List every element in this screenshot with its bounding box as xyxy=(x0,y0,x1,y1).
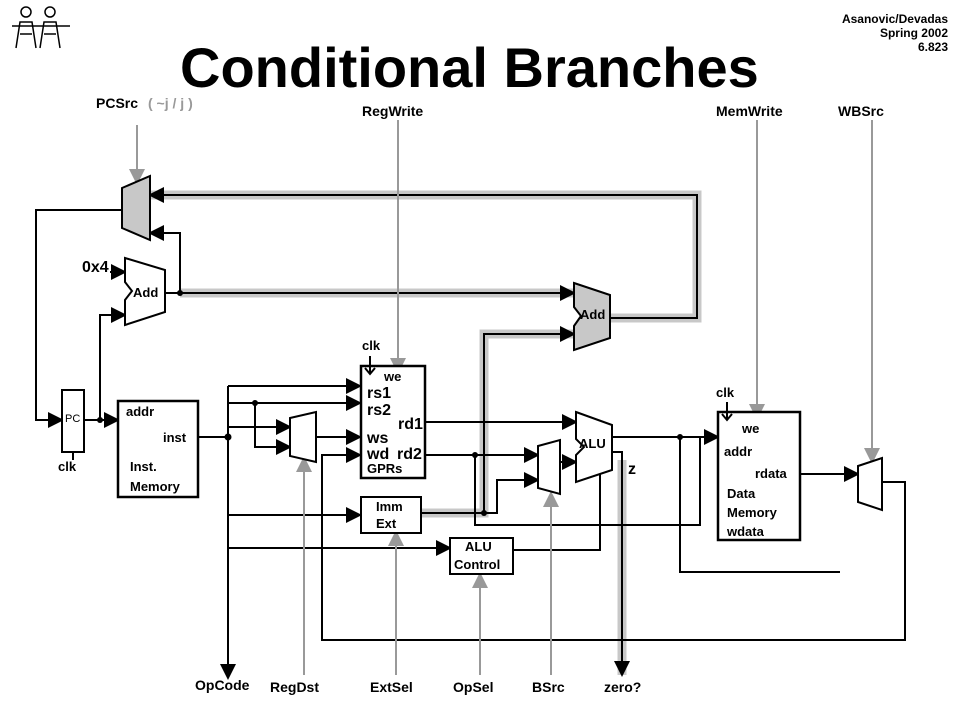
inst-out-label: inst xyxy=(163,430,187,445)
dm-label-2: Memory xyxy=(727,505,777,520)
pc-label: PC xyxy=(65,413,81,425)
zero-label: zero? xyxy=(604,679,642,695)
gpr-rd1-label: rd1 xyxy=(398,416,423,433)
regwrite-label: RegWrite xyxy=(362,103,424,119)
gpr-we-label: we xyxy=(384,369,402,384)
branch-adder xyxy=(573,281,611,352)
pc-clk-label: clk xyxy=(58,459,77,474)
opcode-label: OpCode xyxy=(195,677,250,693)
dm-we-label: we xyxy=(742,421,760,436)
extsel-label: ExtSel xyxy=(370,679,413,695)
pc-adder xyxy=(124,256,166,327)
inst-memory-label-2: Memory xyxy=(130,479,180,494)
gprs-label: GPRs xyxy=(367,461,403,476)
imm-ext-label-2: Ext xyxy=(376,516,397,531)
pcsrc-mux xyxy=(121,174,151,242)
control-wires xyxy=(129,120,880,680)
gpr-rs2-label: rs2 xyxy=(367,402,392,419)
logo-icon xyxy=(12,6,70,49)
bsrc-label: BSrc xyxy=(532,679,565,695)
slide-title: Conditional Branches xyxy=(180,36,759,99)
alu-control-label-1: ALU xyxy=(465,539,492,554)
alu-label: ALU xyxy=(579,436,606,451)
regdst-mux xyxy=(289,410,317,464)
wbsrc-label: WBSrc xyxy=(838,103,884,119)
gpr-wd-label: wd xyxy=(367,446,390,463)
opsel-label: OpSel xyxy=(453,679,494,695)
alu-zero-label: z xyxy=(628,461,636,478)
memwrite-label: MemWrite xyxy=(716,103,783,119)
dm-addr-label: addr xyxy=(724,444,753,459)
junction-dots xyxy=(97,290,683,516)
dm-wdata-label: wdata xyxy=(727,524,764,539)
course-credit: Asanovic/Devadas Spring 2002 6.823 xyxy=(841,12,948,54)
data-memory xyxy=(716,410,802,542)
datapath-wires xyxy=(35,187,906,677)
pc-adder-label: Add xyxy=(133,285,159,300)
regdst-label: RegDst xyxy=(270,679,320,695)
pcsrc-label: PCSrc xyxy=(96,95,139,111)
imm-ext-label-1: Imm xyxy=(376,499,403,514)
pcsrc-options-label: ( ~j / j ) xyxy=(148,95,193,111)
clock-markers xyxy=(72,356,733,460)
inst-memory-label-1: Inst. xyxy=(130,459,157,474)
gpr-rd2-label: rd2 xyxy=(397,446,422,463)
dm-label-1: Data xyxy=(727,486,756,501)
dm-rdata-label: rdata xyxy=(755,466,787,481)
wbsrc-mux xyxy=(857,456,883,512)
bsrc-mux xyxy=(537,438,561,496)
alu-control-box xyxy=(449,537,514,575)
imm-ext xyxy=(360,496,422,534)
gpr-clk-label: clk xyxy=(362,338,381,353)
branch-adder-label: Add xyxy=(580,307,606,322)
alu xyxy=(575,410,613,484)
gpr-rs1-label: rs1 xyxy=(367,385,392,402)
gpr-file xyxy=(359,364,427,480)
instruction-memory xyxy=(116,399,200,499)
dm-clk-label: clk xyxy=(716,385,735,400)
inst-addr-label: addr xyxy=(126,404,155,419)
const-4-label: 0x4 xyxy=(82,259,109,276)
gpr-ws-label: ws xyxy=(367,430,389,447)
alu-control-label-2: Control xyxy=(454,557,501,572)
